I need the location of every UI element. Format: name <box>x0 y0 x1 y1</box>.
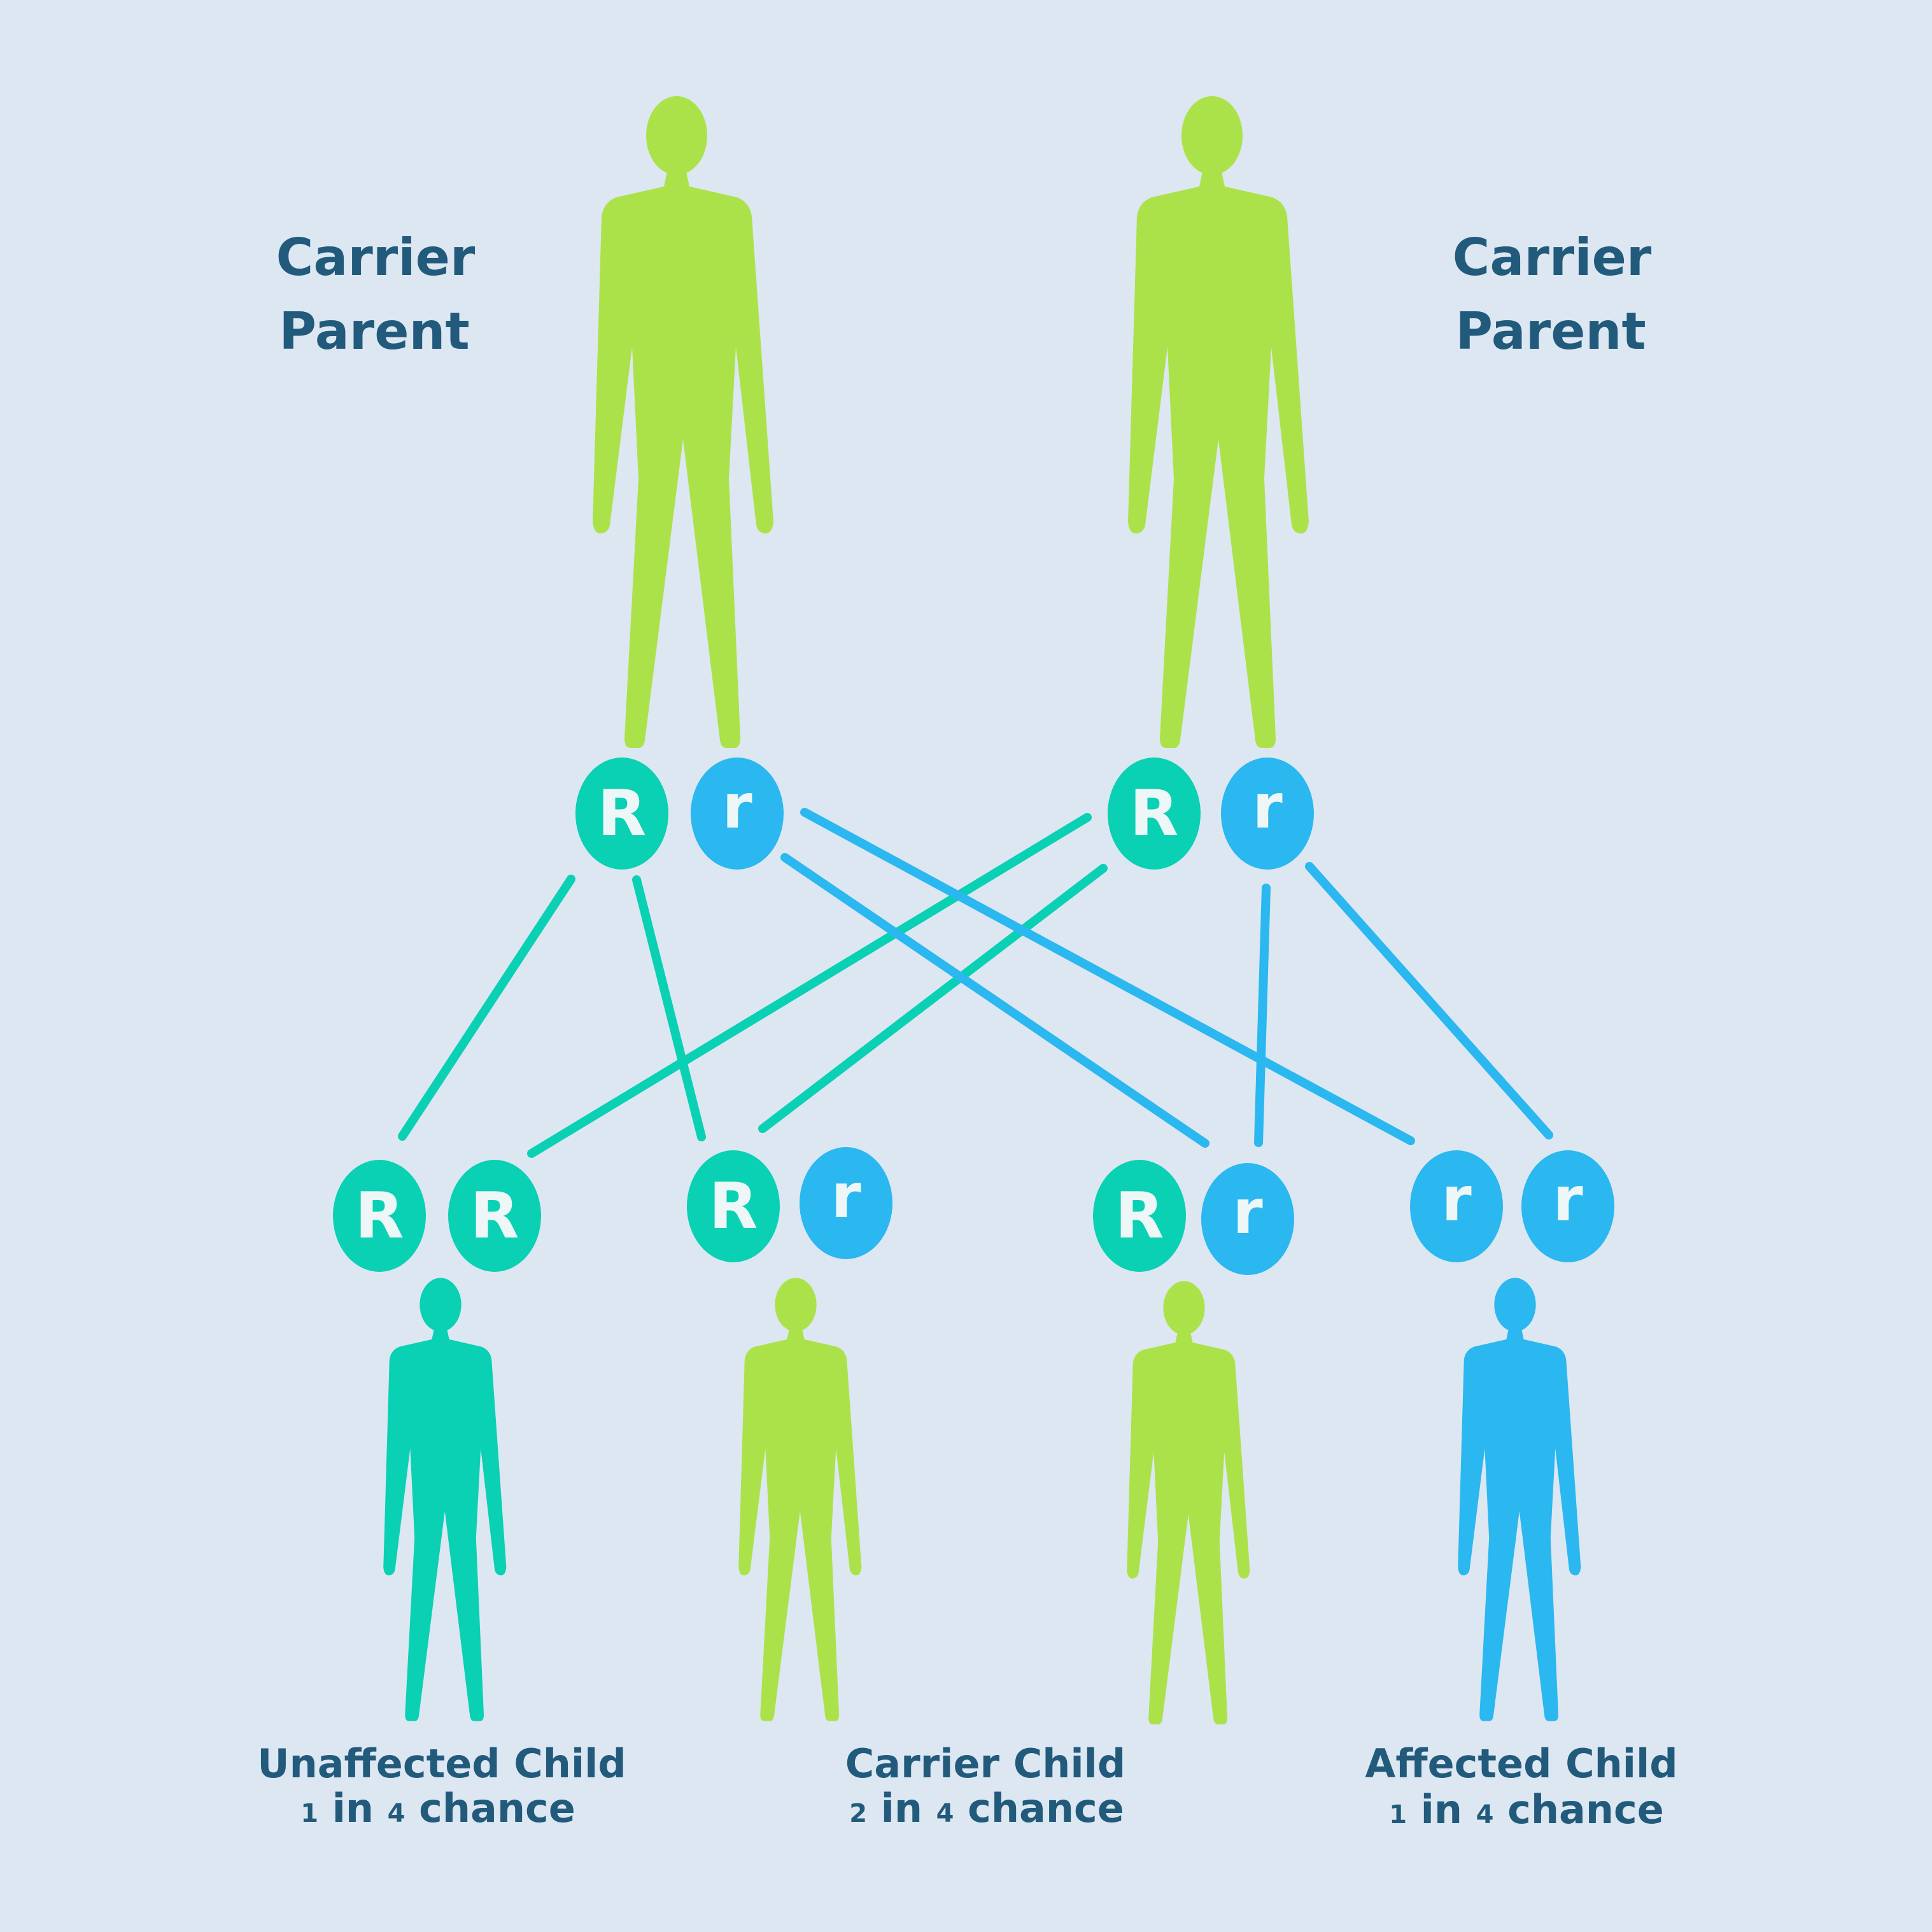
allele-circle <box>800 1147 892 1259</box>
inheritance-link-recessive <box>800 808 1415 1145</box>
allele-symbol: R <box>1115 1178 1164 1253</box>
chance-word: chance <box>419 1785 575 1831</box>
allele-circle <box>448 1160 541 1272</box>
child-figure-icon <box>383 1278 507 1721</box>
child-label-title: Carrier Child <box>845 1740 1125 1787</box>
allele-circle <box>691 758 784 870</box>
child-chance-text: 2 in 4 chance <box>849 1785 1124 1831</box>
child-figure-icon <box>738 1278 862 1721</box>
inheritance-link-dominant <box>632 875 706 1141</box>
inheritance-link-dominant <box>758 864 1108 1133</box>
allele-circle <box>687 1150 780 1262</box>
allele-symbol: r <box>831 1160 861 1232</box>
allele-symbol: R <box>709 1169 758 1243</box>
child-chance-text: 1 in 4 chance <box>300 1785 575 1831</box>
allele-symbol: r <box>722 771 752 842</box>
allele-symbol: r <box>1553 1164 1583 1235</box>
parent-label-right: Carrier Parent <box>1453 228 1652 361</box>
allele-symbol: r <box>1441 1164 1472 1235</box>
allele-circle <box>575 758 668 870</box>
parent-allele-dominant: R <box>575 758 668 870</box>
inheritance-links <box>398 808 1553 1158</box>
inheritance-link-recessive <box>1254 884 1271 1147</box>
parent-label-line1: Carrier <box>1453 228 1652 287</box>
child-chance-text: 1 in 4 chance <box>1389 1786 1664 1833</box>
chance-numerator: 2 <box>849 1799 867 1828</box>
chance-word: chance <box>1507 1786 1664 1833</box>
child-allele-dominant: R <box>1093 1160 1186 1272</box>
allele-symbol: R <box>1129 776 1178 850</box>
allele-symbol: R <box>470 1178 519 1253</box>
allele-symbol: R <box>355 1178 404 1253</box>
parent-allele-recessive: r <box>1221 758 1314 870</box>
parent-label-line1: Carrier <box>276 228 476 287</box>
chance-denominator: 4 <box>1476 1800 1494 1830</box>
parent-allele-dominant: R <box>1108 758 1201 870</box>
allele-circle <box>333 1160 426 1272</box>
allele-circle <box>1108 758 1201 870</box>
allele-circle <box>1221 758 1314 870</box>
chance-in: in <box>332 1785 374 1831</box>
inheritance-link-dominant <box>398 875 575 1141</box>
child-figure-icon <box>1458 1278 1581 1721</box>
child-label-carrier: Carrier Child 2 in 4 chance <box>845 1740 1125 1831</box>
allele-circle <box>1201 1163 1294 1275</box>
child-label-affected: Affected Child 1 in 4 chance <box>1365 1740 1677 1833</box>
child-label-title: Unaffected Child <box>257 1740 626 1787</box>
allele-circle <box>1521 1150 1614 1262</box>
child-allele-recessive: r <box>800 1147 892 1259</box>
child-label-unaffected: Unaffected Child 1 in 4 chance <box>257 1740 626 1831</box>
allele-circle <box>1410 1150 1503 1262</box>
parent-figure-icon <box>1128 96 1309 748</box>
parent-label-left: Carrier Parent <box>276 228 476 361</box>
allele-symbol: r <box>1232 1176 1263 1248</box>
chance-denominator: 4 <box>936 1799 954 1828</box>
parent-label-line2: Parent <box>279 302 469 361</box>
parent-allele-recessive: r <box>691 758 784 870</box>
child-figure-icon <box>1127 1281 1250 1724</box>
chance-numerator: 1 <box>300 1799 318 1828</box>
chance-in: in <box>881 1785 922 1831</box>
child-allele-recessive: r <box>1521 1150 1614 1262</box>
chance-denominator: 4 <box>388 1799 405 1828</box>
child-allele-dominant: R <box>448 1160 541 1272</box>
inheritance-link-recessive <box>1305 862 1553 1139</box>
allele-symbol: r <box>1252 771 1283 842</box>
allele-circle <box>1093 1160 1186 1272</box>
child-allele-recessive: r <box>1201 1163 1294 1275</box>
inheritance-link-dominant <box>527 813 1092 1158</box>
allele-symbol: R <box>597 776 646 850</box>
chance-word: chance <box>968 1785 1124 1831</box>
parent-figure-icon <box>593 96 773 748</box>
child-label-title: Affected Child <box>1365 1740 1677 1787</box>
child-allele-recessive: r <box>1410 1150 1503 1262</box>
child-allele-dominant: R <box>333 1160 426 1272</box>
inheritance-link-recessive <box>780 853 1209 1148</box>
chance-in: in <box>1421 1786 1462 1833</box>
child-allele-dominant: R <box>687 1150 780 1262</box>
chance-numerator: 1 <box>1389 1800 1407 1830</box>
parent-label-line2: Parent <box>1455 302 1646 361</box>
